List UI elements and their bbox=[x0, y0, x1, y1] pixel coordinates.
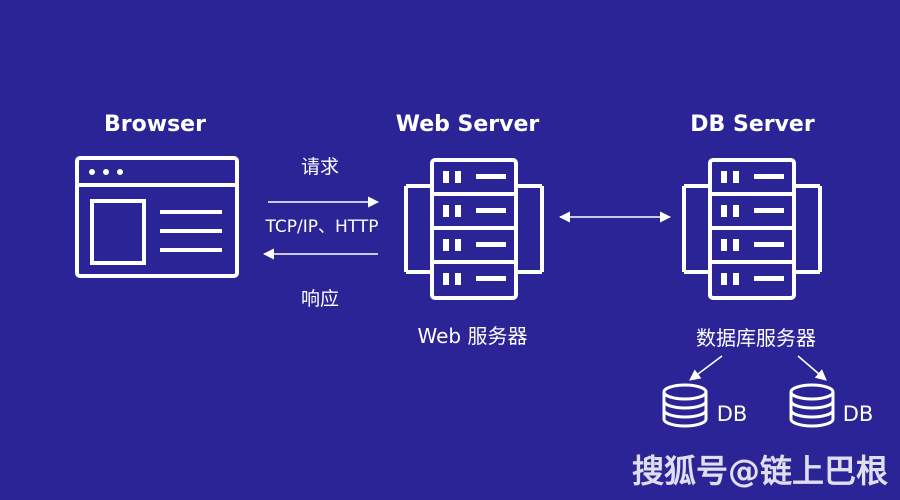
watermark: 搜狐号@链上巴根 bbox=[631, 452, 888, 490]
database-icon-2 bbox=[789, 383, 835, 428]
db-server-icon bbox=[682, 158, 822, 300]
db-arrow-right bbox=[797, 355, 827, 381]
db-server-caption: 数据库服务器 bbox=[696, 326, 816, 350]
db-server-slots bbox=[721, 171, 784, 285]
protocol-label: TCP/IP、HTTP bbox=[265, 217, 379, 237]
web-server-slots bbox=[443, 171, 506, 285]
browser-window-icon bbox=[75, 156, 239, 278]
browser-title: Browser bbox=[104, 112, 206, 137]
request-label: 请求 bbox=[300, 156, 339, 178]
database-icon-1 bbox=[662, 383, 708, 428]
web-server-icon bbox=[404, 158, 544, 300]
web-server-caption: Web 服务器 bbox=[417, 324, 528, 348]
web-server-title: Web Server bbox=[395, 112, 540, 137]
db-label-2: DB bbox=[842, 402, 874, 426]
response-label: 响应 bbox=[300, 288, 339, 310]
db-server-title: DB Server bbox=[690, 112, 815, 137]
db-label-1: DB bbox=[716, 402, 748, 426]
db-arrow-left bbox=[689, 355, 723, 381]
